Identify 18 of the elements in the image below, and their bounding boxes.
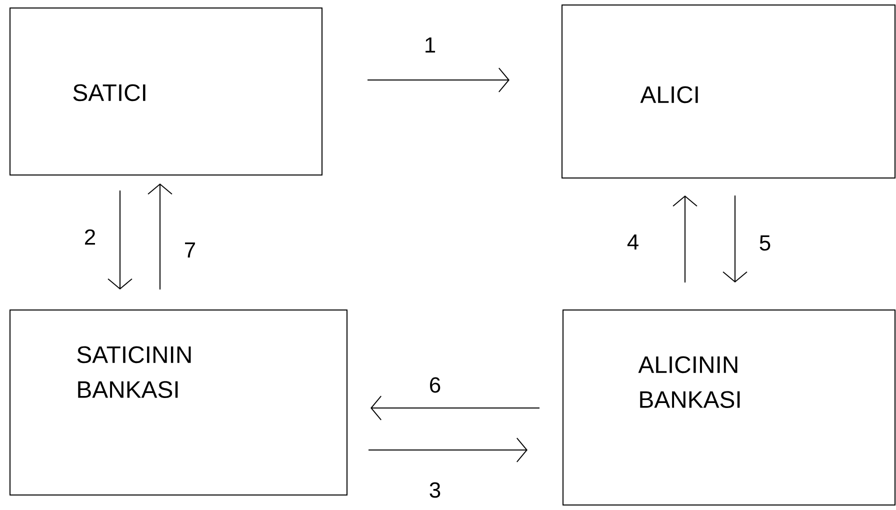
arrow [722,195,748,282]
arrow [367,68,510,92]
edge-label: 2 [82,228,98,246]
party-box: ALICININ BANKASI [562,310,896,506]
party-box: ALICI [562,4,896,178]
arrow [108,190,132,290]
edge-label: 1 [422,36,438,54]
edge-label: 6 [428,376,442,394]
party-box: SATICI [10,8,322,176]
edge-label: 7 [182,241,198,259]
edge-label: 4 [626,233,640,251]
arrow [672,196,698,283]
arrow [370,396,540,420]
party-box: SATICININ BANKASI [10,310,348,496]
arrow [368,438,528,462]
edge-label: 3 [428,481,442,499]
arrow [148,184,172,290]
edge-label: 5 [758,234,772,252]
